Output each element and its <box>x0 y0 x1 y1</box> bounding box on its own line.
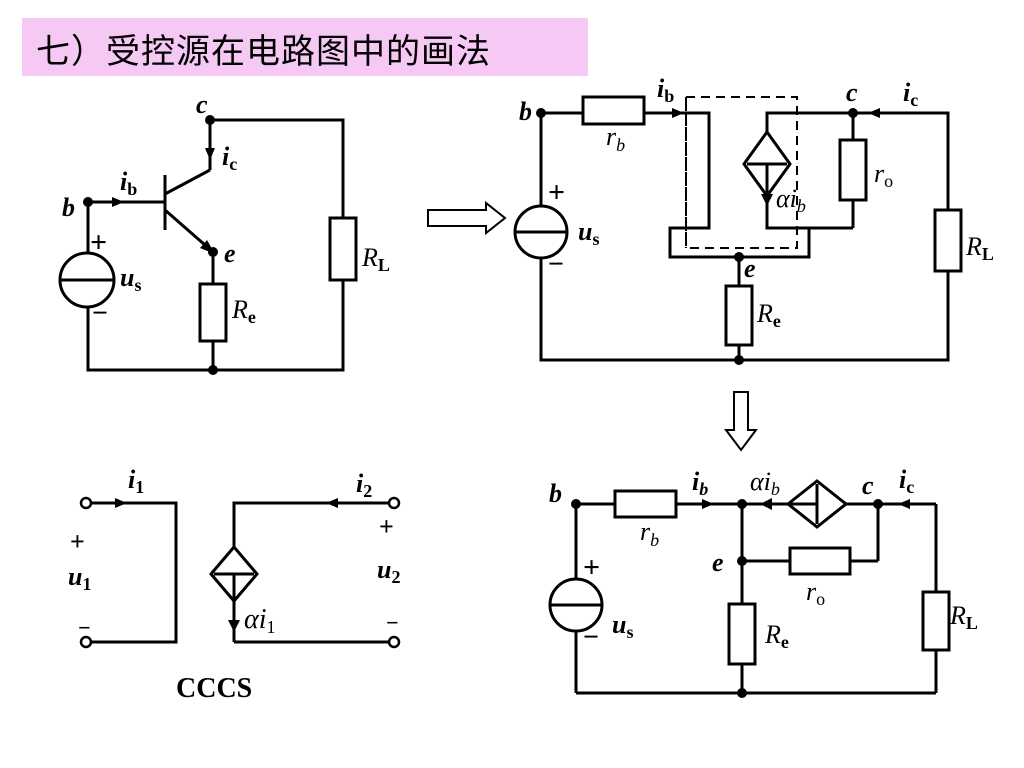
node-b-label: b <box>62 193 75 222</box>
ic-label: ic <box>899 465 914 497</box>
rb-label: rb <box>606 122 625 155</box>
rl-label: RL <box>361 243 390 275</box>
ib-arrow <box>672 108 684 118</box>
ib-label: ib <box>692 467 708 499</box>
ic-label: ic <box>222 142 237 174</box>
us-plus: + <box>90 226 107 259</box>
us-label: us <box>612 610 633 642</box>
i1-label: i1 <box>128 465 144 497</box>
ib-label: ib <box>120 167 137 199</box>
u2-label: u2 <box>377 555 400 587</box>
title-banner <box>22 18 588 76</box>
final-circuit: b c e ib ic rb ro αib + − us Re RL <box>548 465 978 698</box>
cccs-caption: CCCS <box>176 673 252 704</box>
ro-resistor <box>788 546 852 576</box>
ic-arrow <box>898 499 910 509</box>
rl-resistor <box>933 208 963 273</box>
ib-label: ib <box>657 74 674 106</box>
node-e-label: e <box>712 548 724 577</box>
rl-label: RL <box>949 601 978 633</box>
u1-minus: − <box>78 615 91 640</box>
i2-arrow <box>326 498 338 508</box>
node-c-label: c <box>862 471 874 500</box>
us-label: us <box>578 217 599 249</box>
u2-plus: + <box>379 512 394 541</box>
re-label: Re <box>756 299 781 331</box>
us-minus: − <box>548 249 564 280</box>
ctrl-label: αib <box>750 467 780 499</box>
ro-label: ro <box>806 577 825 609</box>
node-b-label: b <box>549 479 562 508</box>
collector-lead <box>164 168 211 196</box>
ic-arrow <box>868 108 880 118</box>
u1-plus: + <box>70 527 85 556</box>
us-plus: + <box>548 176 565 209</box>
ro-resistor <box>838 138 868 202</box>
transform-arrow-right <box>427 200 507 236</box>
ctrl-label: αib <box>776 184 806 216</box>
node-b-label: b <box>519 97 532 126</box>
rl-resistor <box>921 590 951 652</box>
transform-arrow-down <box>724 391 758 452</box>
rb-resistor <box>581 95 646 126</box>
model-circuit: b c e ib ic rb ro αib + − us Re RL <box>513 74 994 365</box>
u2-minus: − <box>386 610 399 635</box>
i2-label: i2 <box>356 469 372 501</box>
us-minus: − <box>583 622 599 653</box>
node-e-label: e <box>224 239 236 268</box>
page-title: 七）受控源在电路图中的画法 <box>36 32 491 72</box>
rl-resistor <box>328 216 358 282</box>
cccs-circuit: i1 i2 + u1 − + u2 − αi1 CCCS <box>68 465 400 704</box>
re-resistor <box>724 284 754 347</box>
ib-arrow <box>112 197 124 207</box>
ic-arrow <box>205 148 215 160</box>
i1-arrow <box>115 498 127 508</box>
rb-label: rb <box>640 517 659 550</box>
re-label: Re <box>231 295 256 327</box>
us-minus: − <box>92 298 108 329</box>
rl-label: RL <box>965 232 994 264</box>
u1-label: u1 <box>68 562 91 594</box>
us-plus: + <box>583 551 600 584</box>
us-label: us <box>120 263 141 295</box>
node-c-label: c <box>846 78 858 107</box>
bjt-circuit: c b e ib ic + − us Re RL <box>58 90 390 375</box>
ctrl-label: αi1 <box>244 604 275 637</box>
node-e-label: e <box>744 254 756 283</box>
re-resistor <box>727 602 757 666</box>
ic-label: ic <box>903 78 918 110</box>
re-resistor <box>198 282 228 343</box>
node-c-label: c <box>196 90 208 119</box>
ro-label: ro <box>874 159 893 191</box>
ib-arrow <box>702 499 714 509</box>
rb-resistor <box>613 489 678 519</box>
re-label: Re <box>764 620 789 652</box>
